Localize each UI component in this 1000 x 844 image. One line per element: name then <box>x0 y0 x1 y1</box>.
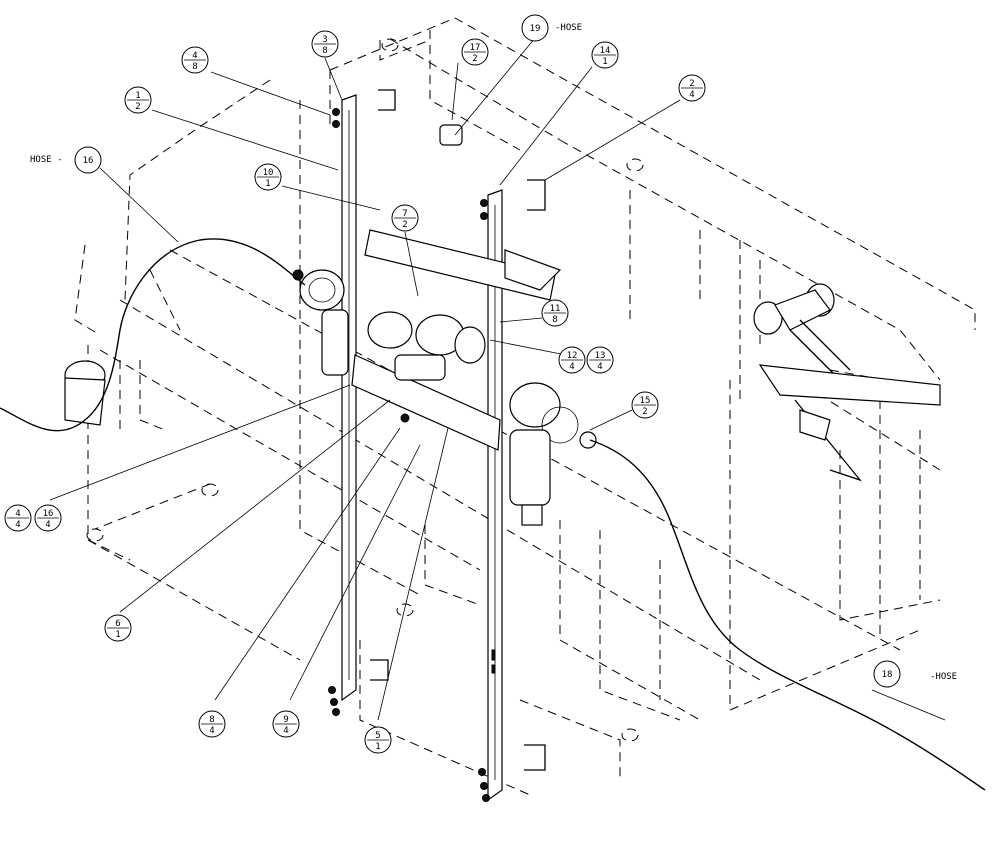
callout-quantity: 1 <box>375 742 380 752</box>
callout-item-number: 3 <box>322 35 327 45</box>
callout-item-number: 15 <box>640 396 651 406</box>
phantom-rods <box>86 38 644 742</box>
callout-item-number: 4 <box>192 51 197 61</box>
hose-label-right: -HOSE <box>930 672 957 682</box>
callout-6-1: 61 <box>104 614 132 642</box>
callout-item-number: 11 <box>550 304 561 314</box>
callout-quantity: 4 <box>209 726 214 736</box>
callout-item-number: 5 <box>375 731 380 741</box>
callout-quantity: 1 <box>265 179 270 189</box>
callout-item-number: 19 <box>530 24 541 34</box>
callout-circle <box>521 14 549 42</box>
callout-item-number: 18 <box>882 670 893 680</box>
callout-16-4: 164 <box>34 504 62 532</box>
callout-item-number: 16 <box>43 509 54 519</box>
callout-14-1: 141 <box>591 41 619 69</box>
callout-16: 16 <box>74 146 102 174</box>
callout-10-1: 101 <box>254 163 282 191</box>
callout-8-4: 84 <box>198 710 226 738</box>
hoses <box>0 238 986 791</box>
callout-19: 19 <box>521 14 549 42</box>
callout-15-2: 152 <box>631 391 659 419</box>
callout-item-number: 8 <box>209 715 214 725</box>
valve-assembly <box>292 269 597 526</box>
callout-4-4: 44 <box>4 504 32 532</box>
u-bolts <box>370 89 546 771</box>
callout-item-number: 9 <box>283 715 288 725</box>
callout-item-number: 12 <box>567 351 578 361</box>
callout-balloons: 3848121617219141241017211812413415244164… <box>4 14 901 754</box>
callout-5-1: 51 <box>364 726 392 754</box>
callout-12-4: 124 <box>558 346 586 374</box>
callout-item-number: 4 <box>15 509 20 519</box>
callout-item-number: 6 <box>115 619 120 629</box>
callout-11-8: 118 <box>541 299 569 327</box>
callout-quantity: 4 <box>45 520 50 530</box>
callout-item-number: 1 <box>135 91 140 101</box>
callout-item-number: 7 <box>402 209 407 219</box>
hitch-assembly <box>753 283 941 482</box>
right-mounting-bar <box>478 189 503 802</box>
callout-1-2: 12 <box>124 86 152 114</box>
hose-label-top: -HOSE <box>555 23 582 33</box>
callout-quantity: 1 <box>602 57 607 67</box>
phantom-frame <box>74 17 976 796</box>
callout-quantity: 4 <box>689 90 694 100</box>
callout-7-2: 72 <box>391 204 419 232</box>
callout-circle <box>873 660 901 688</box>
left-mounting-bar <box>328 94 357 716</box>
callout-quantity: 2 <box>135 102 140 112</box>
callout-quantity: 4 <box>15 520 20 530</box>
manifold-plate <box>351 229 562 451</box>
callout-2-4: 24 <box>678 74 706 102</box>
callout-item-number: 13 <box>595 351 606 361</box>
callout-item-number: 17 <box>470 43 481 53</box>
callout-9-4: 94 <box>272 710 300 738</box>
callout-item-number: 10 <box>263 168 274 178</box>
callout-item-number: 2 <box>689 79 694 89</box>
callout-quantity: 8 <box>322 46 327 56</box>
callout-quantity: 2 <box>402 220 407 230</box>
callout-quantity: 4 <box>283 726 288 736</box>
callout-18: 18 <box>873 660 901 688</box>
callout-quantity: 2 <box>472 54 477 64</box>
leader-lines <box>49 37 946 721</box>
callout-quantity: 8 <box>192 62 197 72</box>
callout-item-number: 16 <box>83 156 94 166</box>
left-clamp <box>64 124 463 426</box>
callout-quantity: 4 <box>597 362 602 372</box>
callout-quantity: 2 <box>642 407 647 417</box>
hose-label-left: HOSE - <box>30 155 63 165</box>
callout-circle <box>74 146 102 174</box>
callout-17-2: 172 <box>461 38 489 66</box>
callout-3-8: 38 <box>311 30 339 58</box>
callout-13-4: 134 <box>586 346 614 374</box>
callout-quantity: 1 <box>115 630 120 640</box>
callout-item-number: 14 <box>600 46 611 56</box>
callout-quantity: 8 <box>552 315 557 325</box>
callout-quantity: 4 <box>569 362 574 372</box>
callout-4-8: 48 <box>181 46 209 74</box>
